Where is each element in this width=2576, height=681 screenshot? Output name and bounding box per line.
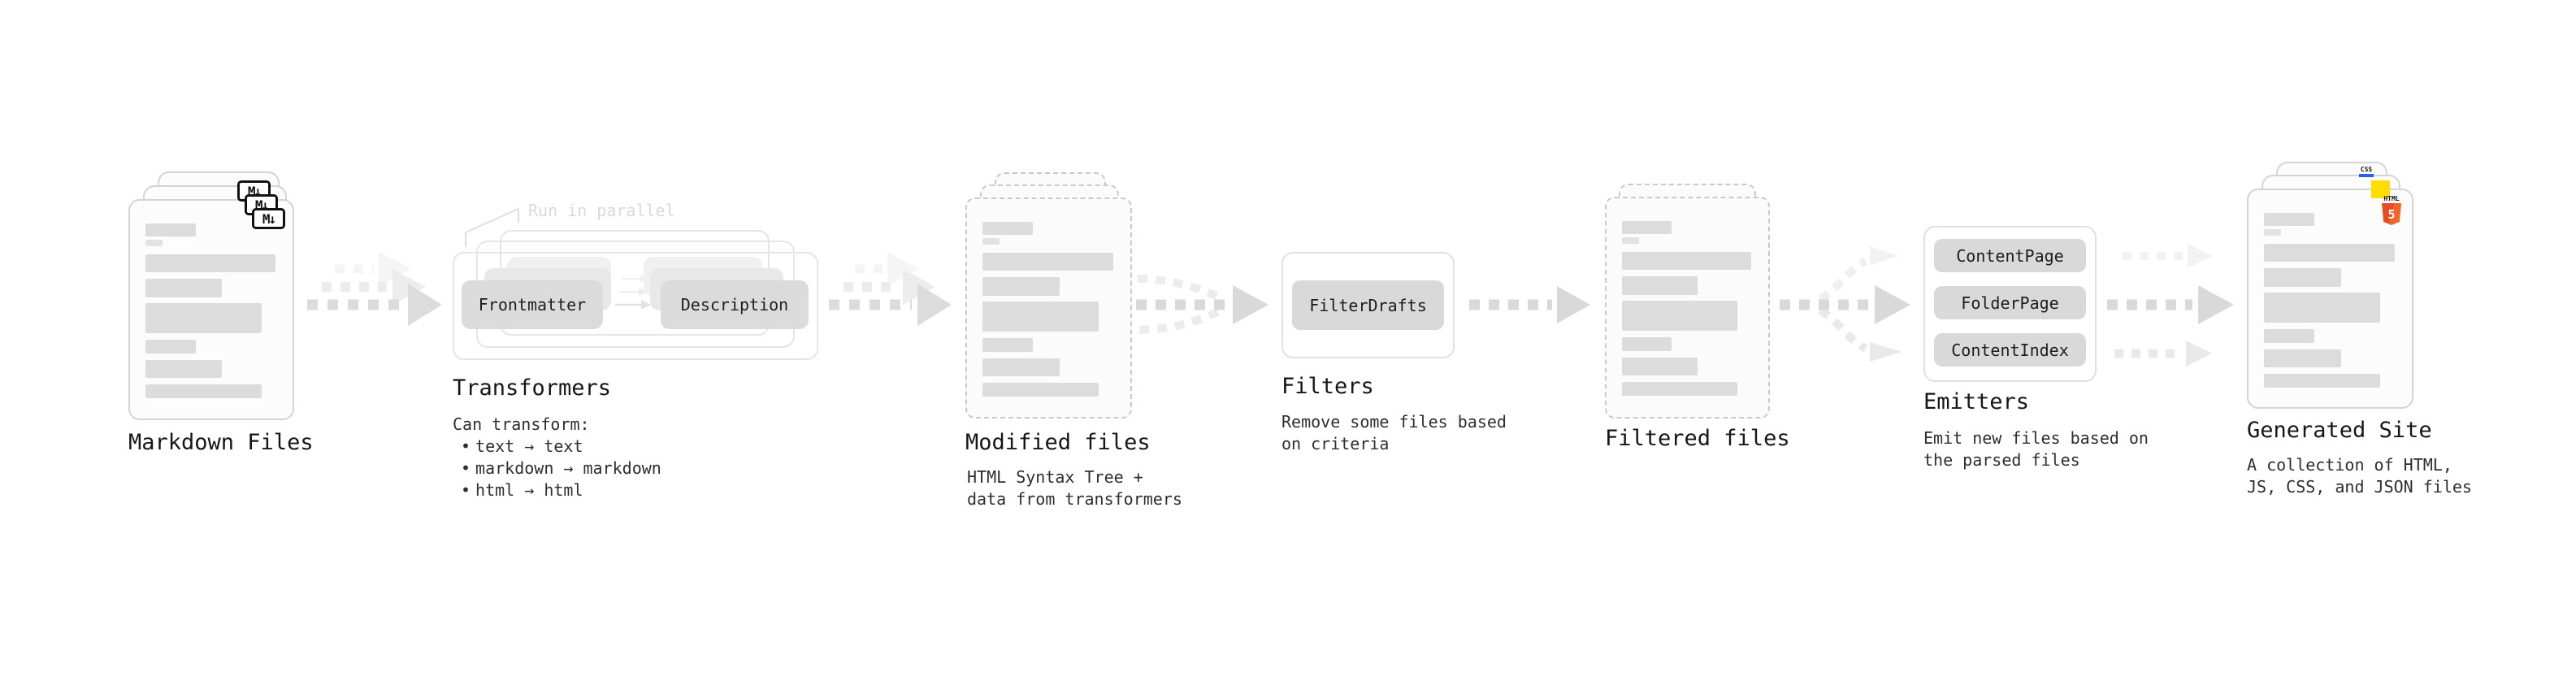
emitters-label: Emitters — [1923, 389, 2030, 414]
arrow-emitters-to-generated — [2107, 244, 2234, 367]
transformers-label: Transformers — [453, 375, 612, 401]
transformers-note-title: Can transform: — [453, 414, 590, 434]
filtered-files-stack — [1605, 184, 1776, 423]
css-icon: CSS — [2358, 167, 2374, 177]
emitters-note-line: Emit new files based on — [1923, 428, 2149, 448]
generated-site-label: Generated Site — [2247, 418, 2432, 443]
annotation-leader-line — [465, 207, 519, 247]
document-placeholder-lines — [967, 199, 1130, 397]
generated-html-card: HTML 5 — [2247, 189, 2413, 409]
modified-files-stack — [965, 172, 1136, 420]
arrow-filtered-to-emitters — [1780, 246, 1910, 362]
document-placeholder-lines — [1607, 198, 1768, 396]
html5-icon: HTML 5 — [2381, 195, 2402, 225]
document-placeholder-lines — [2249, 190, 2412, 388]
generated-note-line: A collection of HTML, — [2247, 455, 2452, 475]
modified-note-line: HTML Syntax Tree + — [967, 467, 1143, 487]
filters-note-line: on criteria — [1281, 434, 1390, 453]
content-page-pill: ContentPage — [1934, 239, 2086, 272]
transformers-bullet: •markdown → markdown — [461, 458, 661, 478]
description-pill: Description — [661, 280, 809, 329]
transformer-layer-outline-front — [453, 252, 818, 360]
run-in-parallel-annotation: Run in parallel — [528, 201, 675, 220]
emitters-note: Emit new files based on the parsed files — [1923, 427, 2149, 471]
filters-note-line: Remove some files based — [1281, 412, 1507, 432]
filter-drafts-pill: FilterDrafts — [1292, 280, 1444, 330]
javascript-icon — [2371, 180, 2390, 198]
markdown-icon: M↓ — [252, 208, 285, 229]
modified-file-card-front — [965, 197, 1132, 419]
document-placeholder-lines — [130, 201, 293, 398]
generated-site-stack: CSS HTML 5 — [2247, 162, 2418, 410]
content-index-pill: ContentIndex — [1934, 333, 2086, 367]
transformers-bullet: •text → text — [461, 436, 583, 456]
markdown-files-stack: M↓ M↓ M↓ — [128, 171, 327, 423]
arrow-markdown-to-transformers — [307, 252, 442, 326]
filters-label: Filters — [1281, 374, 1374, 399]
transformer-inner-arrows — [615, 275, 651, 310]
emitters-note-line: the parsed files — [1923, 450, 2080, 470]
transformers-bullet: •html → html — [461, 480, 583, 500]
frontmatter-pill: Frontmatter — [462, 280, 603, 329]
generated-note-line: JS, CSS, and JSON files — [2247, 477, 2472, 497]
folder-page-pill: FolderPage — [1934, 286, 2086, 319]
arrow-transformers-to-modified — [829, 252, 952, 326]
markdown-files-label: Markdown Files — [128, 430, 314, 455]
transformers-note: Can transform: •text → text •markdown → … — [453, 414, 661, 501]
filters-box: FilterDrafts — [1281, 252, 1455, 358]
emitters-box: ContentPage FolderPage ContentIndex — [1923, 226, 2097, 382]
filtered-file-card-front — [1605, 197, 1770, 419]
filters-note: Remove some files based on criteria — [1281, 411, 1507, 455]
arrow-filters-to-filtered — [1469, 286, 1590, 323]
modified-note-line: data from transformers — [967, 489, 1182, 509]
markdown-file-card-front: M↓ — [128, 199, 294, 420]
arrow-modified-to-filters — [1136, 275, 1268, 334]
modified-files-label: Modified files — [965, 430, 1151, 455]
modified-files-note: HTML Syntax Tree + data from transformer… — [967, 466, 1182, 510]
filtered-files-label: Filtered files — [1605, 426, 1790, 451]
generated-site-note: A collection of HTML, JS, CSS, and JSON … — [2247, 454, 2472, 498]
